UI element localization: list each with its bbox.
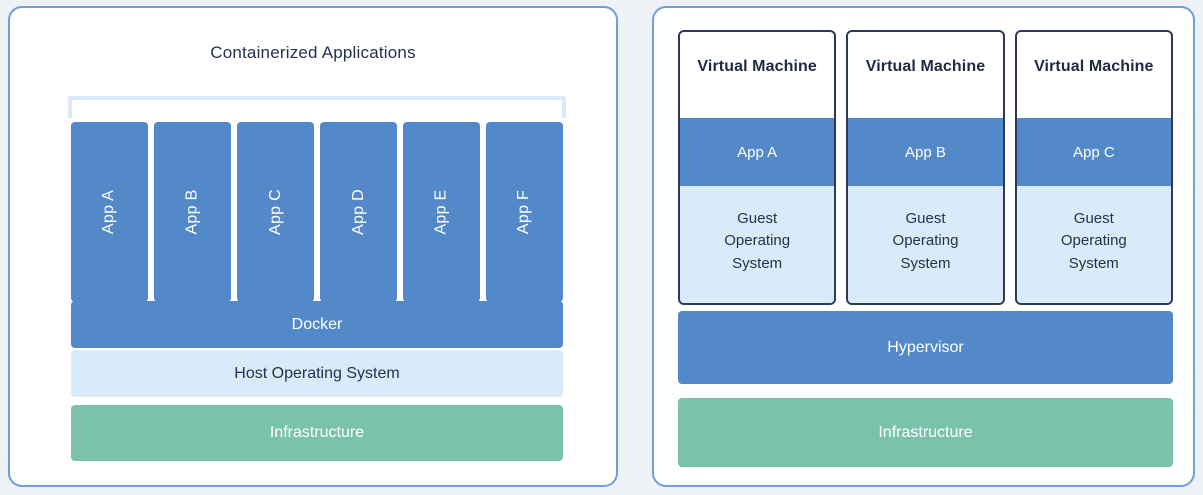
app-column-label: App B (183, 189, 201, 235)
infrastructure-layer-bar[interactable]: Infrastructure (678, 398, 1173, 467)
virtual-machine-title: Virtual Machine (1034, 58, 1154, 75)
app-column-label: App D (349, 189, 367, 235)
app-column-label: App A (100, 189, 118, 235)
app-column-f[interactable]: App F (486, 122, 563, 302)
app-columns-row: App A App B App C App D App E App F (71, 122, 563, 302)
app-column-e[interactable]: App E (403, 122, 480, 302)
app-column-b[interactable]: App B (154, 122, 231, 302)
container-group-bracket (68, 96, 566, 118)
page-title: Containerized Applications (210, 43, 416, 62)
app-column-c[interactable]: App C (237, 122, 314, 302)
host-operating-system-layer-bar[interactable]: Host Operating System (71, 350, 563, 397)
vm-app-band: App A (680, 118, 835, 186)
app-column-d[interactable]: App D (320, 122, 397, 302)
app-column-label: App C (266, 189, 284, 235)
app-column-label: App E (432, 189, 450, 235)
vm-app-band: App B (848, 118, 1003, 186)
virtual-machine-title: Virtual Machine (697, 58, 817, 75)
vm-app-band: App C (1016, 118, 1171, 186)
infrastructure-layer-bar[interactable]: Infrastructure (71, 405, 563, 461)
hypervisor-layer-bar[interactable]: Hypervisor (678, 311, 1173, 384)
app-column-a[interactable]: App A (71, 122, 148, 302)
app-column-label: App F (515, 189, 533, 235)
containerized-applications-panel: Containerized Applications App A App B A… (8, 6, 618, 487)
docker-layer-bar[interactable]: Docker (71, 301, 563, 348)
virtual-machine-title: Virtual Machine (865, 58, 986, 75)
